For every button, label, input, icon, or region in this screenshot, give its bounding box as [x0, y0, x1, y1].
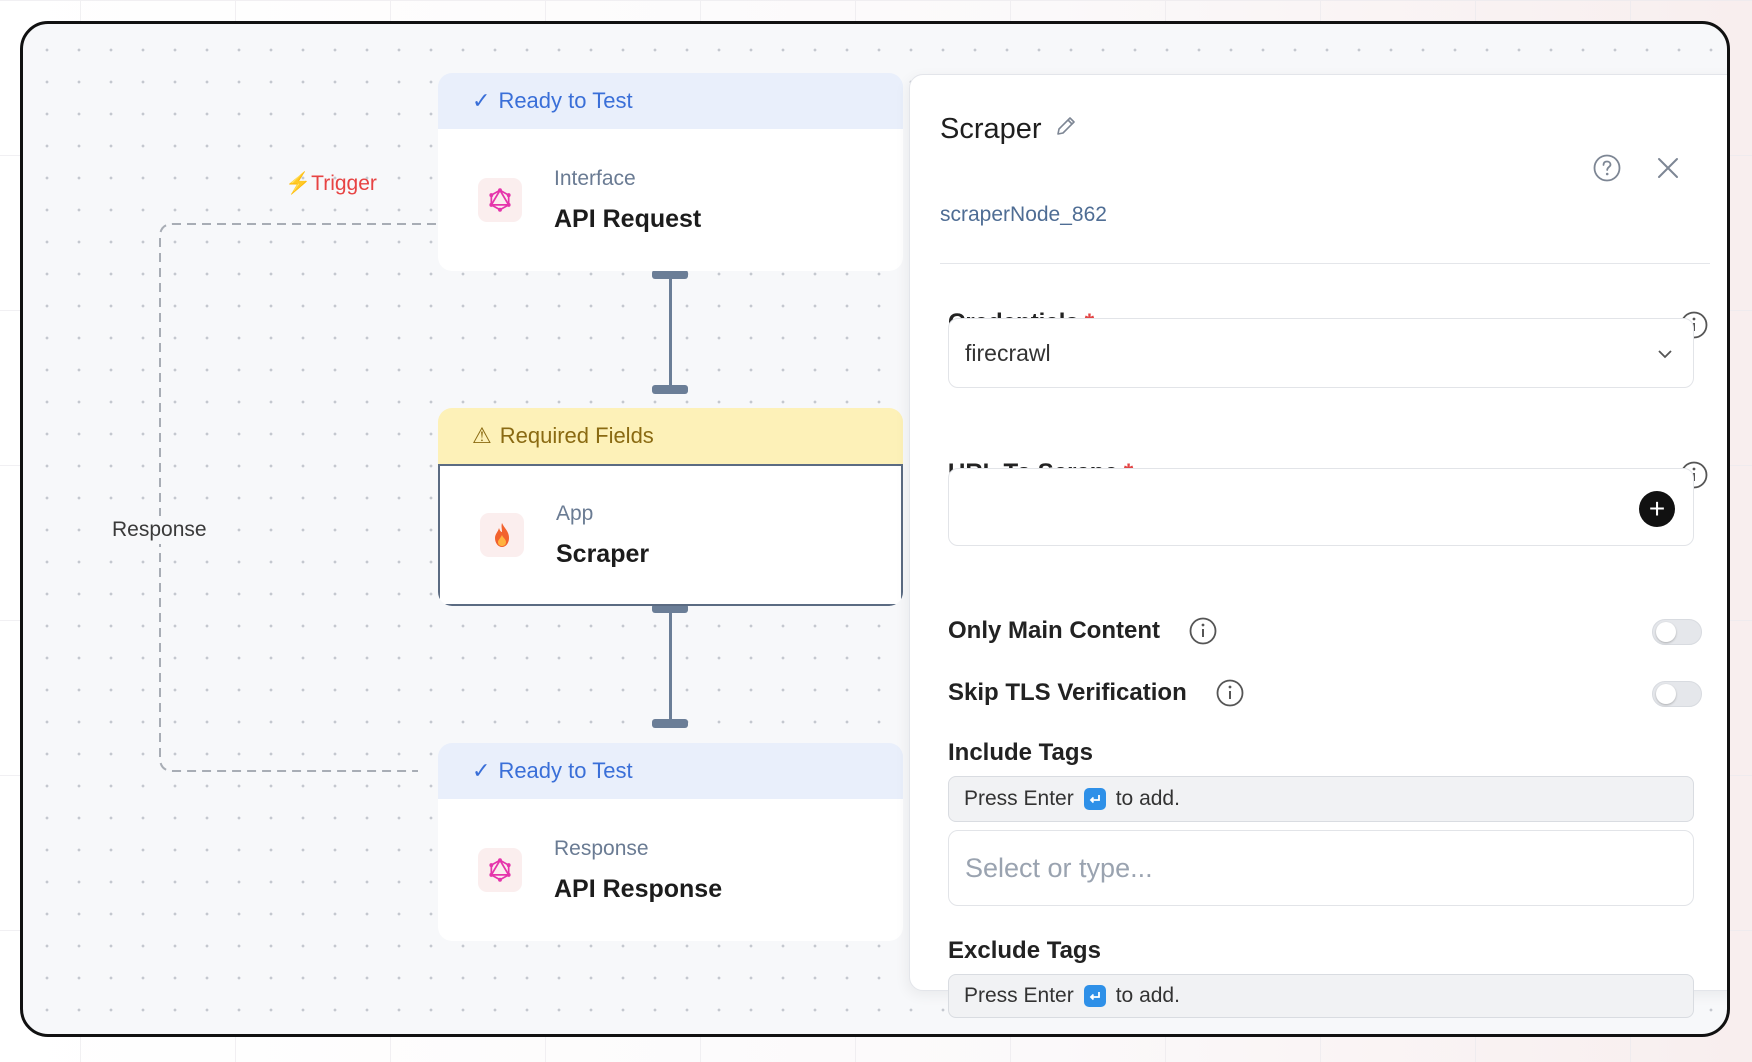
- graphql-icon: [478, 848, 522, 892]
- enter-key-icon: [1083, 788, 1106, 810]
- url-input[interactable]: +: [948, 468, 1694, 546]
- skip-tls-toggle[interactable]: [1652, 681, 1702, 707]
- connector-handle[interactable]: [652, 604, 688, 613]
- node-api-request[interactable]: ✓ Ready to Test Interface API Request: [438, 73, 903, 271]
- flame-icon: [480, 513, 524, 557]
- connector-handle[interactable]: [652, 385, 688, 394]
- node-settings-panel: Scraper scraperNode_862 Credentials* fir…: [909, 74, 1727, 1018]
- edit-pencil-icon[interactable]: [1054, 113, 1078, 146]
- node-status-header: ✓ Ready to Test: [438, 73, 903, 129]
- node-status-text: Required Fields: [499, 423, 654, 448]
- workflow-canvas[interactable]: ⚡Trigger Response ✓ Ready to Test Interf…: [20, 21, 1730, 1037]
- node-type: Response: [554, 836, 649, 860]
- panel-title: Scraper: [940, 113, 1078, 146]
- panel-title-text: Scraper: [940, 113, 1042, 145]
- node-status-text: Ready to Test: [498, 88, 633, 113]
- connector-line: [669, 606, 672, 724]
- only-main-content-toggle[interactable]: [1652, 619, 1702, 645]
- node-scraper[interactable]: ⚠ Required Fields App Scraper: [438, 408, 903, 606]
- enter-key-icon: [1083, 985, 1106, 1007]
- trigger-response-edge: [159, 223, 436, 772]
- node-status-header: ⚠ Required Fields: [438, 408, 903, 464]
- credentials-value: firecrawl: [965, 339, 1051, 366]
- check-icon: ✓: [472, 758, 491, 783]
- skip-tls-label: Skip TLS Verification: [948, 679, 1187, 706]
- node-name: Scraper: [556, 539, 650, 568]
- plus-icon: +: [1648, 493, 1666, 524]
- include-tags-input[interactable]: [948, 830, 1694, 906]
- close-icon: [1658, 158, 1678, 178]
- node-id: scraperNode_862: [940, 203, 1107, 226]
- only-main-content-label: Only Main Content: [948, 617, 1160, 644]
- warning-icon: ⚠: [472, 423, 492, 448]
- response-edge-label: Response: [108, 516, 211, 544]
- trigger-label: ⚡Trigger: [285, 172, 377, 195]
- close-button[interactable]: [1653, 153, 1683, 186]
- exclude-tags-label: Exclude Tags: [948, 937, 1101, 964]
- add-url-button[interactable]: +: [1639, 491, 1675, 527]
- node-type: Interface: [554, 166, 636, 190]
- graphql-icon: [478, 178, 522, 222]
- exclude-tags-hint: Press Enter to add.: [948, 974, 1694, 1018]
- hint-text: Press Enter: [964, 984, 1074, 1007]
- node-body[interactable]: App Scraper: [438, 464, 903, 606]
- node-name: API Request: [554, 204, 702, 233]
- include-tags-label: Include Tags: [948, 739, 1093, 766]
- node-body[interactable]: Interface API Request: [438, 129, 903, 271]
- node-type: App: [556, 501, 594, 525]
- bolt-icon: ⚡: [285, 172, 312, 195]
- check-icon: ✓: [472, 88, 491, 113]
- include-tags-hint: Press Enter to add.: [948, 776, 1694, 822]
- info-icon[interactable]: [1188, 616, 1218, 646]
- node-api-response[interactable]: ✓ Ready to Test Response API Response: [438, 743, 903, 941]
- hint-text: to add.: [1115, 787, 1180, 810]
- node-status-header: ✓ Ready to Test: [438, 743, 903, 799]
- help-button[interactable]: [1592, 153, 1622, 186]
- divider: [940, 263, 1710, 264]
- connector-handle[interactable]: [652, 270, 688, 279]
- node-body[interactable]: Response API Response: [438, 799, 903, 941]
- credentials-select[interactable]: firecrawl: [948, 318, 1694, 388]
- node-status-text: Ready to Test: [498, 758, 633, 783]
- hint-text: Press Enter: [964, 787, 1074, 810]
- connector-handle[interactable]: [652, 719, 688, 728]
- connector-line: [669, 272, 672, 390]
- hint-text: to add.: [1115, 984, 1180, 1007]
- chevron-down-icon: [1658, 350, 1672, 359]
- info-icon[interactable]: [1215, 678, 1245, 708]
- node-name: API Response: [554, 874, 723, 903]
- help-icon: [1593, 154, 1621, 182]
